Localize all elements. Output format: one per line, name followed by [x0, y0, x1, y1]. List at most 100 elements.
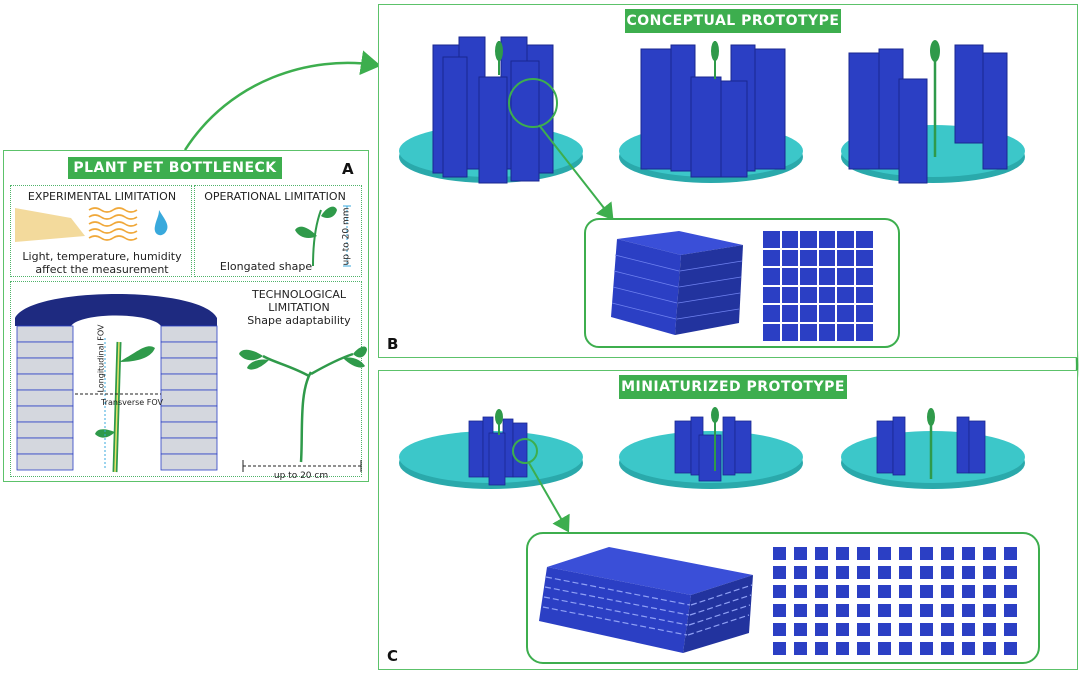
detector-pixel — [941, 585, 954, 598]
panel-b-letter: B — [387, 335, 399, 353]
detector-pixel — [815, 604, 828, 617]
conceptual-prototype-3 — [841, 40, 1025, 184]
detector-cube-c — [539, 547, 753, 653]
detector-pixel — [941, 604, 954, 617]
experimental-caption-2: affect the measurement — [35, 263, 169, 276]
arrow-a-to-b — [183, 50, 381, 151]
detector-pixel — [815, 642, 828, 655]
detector-pixel — [920, 585, 933, 598]
conceptual-prototype-1 — [399, 36, 583, 184]
transverse-fov-label: Transverse FOV — [101, 398, 163, 407]
scanner-illustration — [15, 294, 367, 473]
panel-c: MINIATURIZED PROTOTYPE C — [378, 370, 1078, 670]
detector-pixel — [983, 623, 996, 636]
detector-pixel — [878, 547, 891, 560]
detector-pixel — [1004, 547, 1017, 560]
detector-pixel — [836, 585, 849, 598]
detector-cube-b — [611, 231, 743, 335]
detector-pixel — [878, 623, 891, 636]
detector-pixel — [899, 585, 912, 598]
panel-c-title: MINIATURIZED PROTOTYPE — [619, 375, 847, 399]
detector-pixel — [920, 623, 933, 636]
detector-pixel — [794, 566, 807, 579]
operational-title: OPERATIONAL LIMITATION — [204, 190, 346, 203]
detector-pixel — [899, 623, 912, 636]
detector-pixel — [941, 566, 954, 579]
panel-a-letter: A — [342, 160, 354, 178]
detector-pixel — [983, 642, 996, 655]
detector-pixel — [983, 566, 996, 579]
detector-pixel — [794, 642, 807, 655]
conceptual-prototype-2 — [619, 41, 803, 183]
detector-pixel — [899, 547, 912, 560]
detector-pixel — [920, 604, 933, 617]
detector-pixel — [773, 604, 786, 617]
detector-pixel — [878, 642, 891, 655]
detector-grid-b — [763, 231, 873, 341]
miniaturized-prototype-2 — [619, 407, 803, 489]
detector-pixel — [878, 604, 891, 617]
panel-b: CONCEPTUAL PROTOTYPE B — [378, 4, 1078, 358]
experimental-title: EXPERIMENTAL LIMITATION — [27, 190, 177, 203]
environment-illustration — [15, 207, 168, 242]
operational-dimension: up to 20 mm — [341, 207, 352, 266]
experimental-caption-1: Light, temperature, humidity — [22, 250, 182, 263]
detector-pixel — [815, 566, 828, 579]
technological-title-1: TECHNOLOGICAL — [251, 288, 346, 301]
detector-pixel — [899, 642, 912, 655]
detector-pixel — [815, 623, 828, 636]
detector-grid-c — [773, 547, 1017, 655]
detector-pixel — [962, 623, 975, 636]
detector-pixel — [962, 566, 975, 579]
detector-pixel — [878, 585, 891, 598]
detector-pixel — [1004, 566, 1017, 579]
detector-pixel — [836, 547, 849, 560]
conceptual-prototypes-illustration — [399, 36, 1025, 348]
detector-pixel — [794, 547, 807, 560]
detector-pixel — [836, 566, 849, 579]
detector-pixel — [920, 642, 933, 655]
detector-pixel — [773, 642, 786, 655]
detector-pixel — [857, 604, 870, 617]
miniaturized-prototype-3 — [841, 408, 1025, 489]
detector-pixel — [920, 566, 933, 579]
detector-pixel — [773, 623, 786, 636]
detector-pixel — [857, 566, 870, 579]
detector-pixel — [815, 585, 828, 598]
detector-pixel — [962, 547, 975, 560]
detector-pixel — [899, 604, 912, 617]
detector-pixel — [983, 604, 996, 617]
detector-pixel — [794, 585, 807, 598]
detector-pixel — [941, 547, 954, 560]
detector-pixel — [794, 604, 807, 617]
operational-limitation-box: OPERATIONAL LIMITATION up to 20 mm Elong… — [194, 185, 362, 277]
experimental-limitation-box: EXPERIMENTAL LIMITATION Light, temperatu… — [10, 185, 192, 277]
droplet-icon — [154, 210, 168, 236]
technological-limitation-box: Longitudinal FOV Transverse FOV TECHNOLO… — [10, 281, 367, 481]
panel-a: PLANT PET BOTTLENECK A EXPERIMENTAL LIMI… — [3, 150, 369, 482]
detector-pixel — [941, 642, 954, 655]
panel-a-title: PLANT PET BOTTLENECK — [68, 157, 282, 179]
miniaturized-prototypes-illustration — [399, 407, 1040, 664]
detector-pixel — [962, 585, 975, 598]
detector-pixel — [920, 547, 933, 560]
detector-pixel — [983, 585, 996, 598]
technological-title-2: LIMITATION — [268, 301, 330, 314]
longitudinal-fov-label: Longitudinal FOV — [96, 324, 106, 393]
detector-pixel — [962, 604, 975, 617]
detector-pixel — [941, 623, 954, 636]
zoom-arrow-c — [528, 462, 570, 533]
detector-pixel — [773, 547, 786, 560]
seedling-small-illustration — [295, 205, 351, 267]
technological-subtitle: Shape adaptability — [247, 314, 351, 327]
detector-pixel — [1004, 642, 1017, 655]
detector-pixel — [794, 623, 807, 636]
detector-pixel — [773, 566, 786, 579]
detector-pixel — [962, 642, 975, 655]
zoom-arrow-b — [538, 124, 614, 221]
technological-dimension: up to 20 cm — [273, 471, 329, 481]
detector-pixel — [878, 566, 891, 579]
detector-pixel — [836, 642, 849, 655]
detector-pixel — [1004, 585, 1017, 598]
detector-pixel — [836, 623, 849, 636]
